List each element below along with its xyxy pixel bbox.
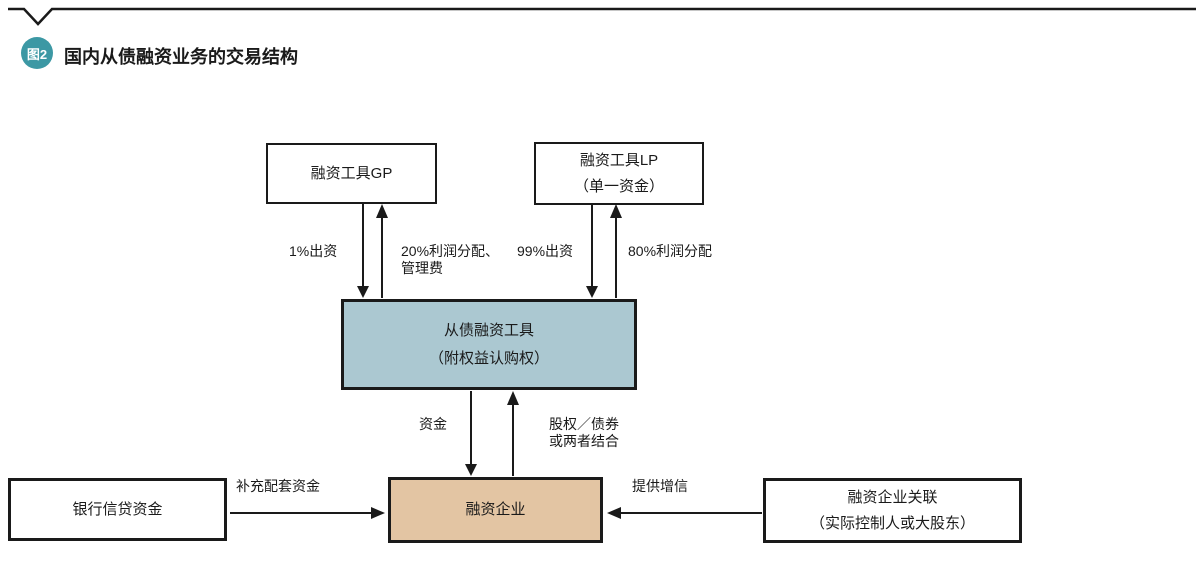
node-debt-financing-vehicle-line2: （附权益认购权） xyxy=(428,349,549,367)
node-financing-company-label: 融资企业 xyxy=(465,501,526,518)
node-company-affiliate: 融资企业关联 （实际控制人或大股东） xyxy=(763,478,1022,543)
edge-label-gp-profit-line1: 20%利润分配、 xyxy=(401,243,500,259)
node-debt-financing-vehicle: 从债融资工具 （附权益认购权） xyxy=(341,299,637,390)
node-financing-tool-lp-line1: 融资工具LP xyxy=(579,151,659,169)
top-rule-notch-line xyxy=(8,7,1196,26)
arrow-lp-to-vehicle xyxy=(586,205,598,298)
edge-label-equity-up-line1: 股权／债券 xyxy=(549,416,619,432)
node-bank-credit-funds: 银行信贷资金 xyxy=(8,478,227,541)
edge-label-credit-enhancement: 提供增信 xyxy=(632,478,688,494)
node-financing-tool-gp: 融资工具GP xyxy=(266,143,437,204)
edge-label-lp-profit: 80%利润分配 xyxy=(628,243,713,259)
arrow-vehicle-to-lp xyxy=(610,204,622,298)
arrow-vehicle-to-company xyxy=(465,391,477,476)
node-debt-financing-vehicle-line1: 从债融资工具 xyxy=(443,321,534,339)
node-company-affiliate-line1: 融资企业关联 xyxy=(847,488,938,506)
node-company-affiliate-line2: （实际控制人或大股东） xyxy=(809,514,975,532)
arrow-gp-to-vehicle xyxy=(357,203,369,298)
node-financing-company: 融资企业 xyxy=(388,477,603,543)
edge-label-gp-profit-line2: 管理费 xyxy=(401,260,443,276)
node-financing-tool-lp-line2: （单一资金） xyxy=(573,177,664,195)
edge-label-funds-down: 资金 xyxy=(419,416,447,432)
edge-label-gp-contribution: 1%出资 xyxy=(289,243,338,259)
edge-label-lp-contribution: 99%出资 xyxy=(517,243,574,259)
node-bank-credit-funds-label: 银行信贷资金 xyxy=(72,500,163,518)
node-financing-tool-gp-label: 融资工具GP xyxy=(310,164,393,182)
arrow-company-to-vehicle xyxy=(507,391,519,476)
edge-label-bank-support: 补充配套资金 xyxy=(236,478,320,494)
edge-label-equity-up-line2: 或两者结合 xyxy=(549,433,619,449)
node-financing-tool-lp: 融资工具LP （单一资金） xyxy=(534,142,704,205)
arrow-affiliate-to-company xyxy=(607,507,762,519)
edge-label-equity-up: 股权／债券 或两者结合 xyxy=(549,416,619,450)
figure-title: 国内从债融资业务的交易结构 xyxy=(64,47,298,67)
arrow-bank-to-company xyxy=(230,507,385,519)
figure-number-badge: 图2 xyxy=(21,37,53,69)
edge-label-gp-profit: 20%利润分配、 管理费 xyxy=(401,243,499,277)
arrow-vehicle-to-gp xyxy=(376,204,388,298)
